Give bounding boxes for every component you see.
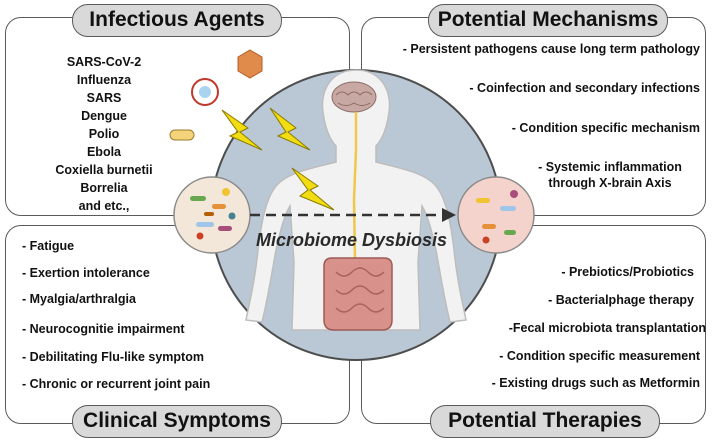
infectious-agent-item: Ebola xyxy=(86,145,122,159)
lightning-bolt-icon xyxy=(291,167,335,211)
microbiome-dysbiosis-label: Microbiome Dysbiosis xyxy=(256,230,448,250)
lightning-bolt-icon xyxy=(269,107,311,151)
infectious-agent-item: SARS xyxy=(86,91,122,105)
symptom-item: - Fatigue xyxy=(22,239,75,253)
mechanism-item: through X-brain Axis xyxy=(548,176,672,190)
hexagon-virus-icon xyxy=(237,49,263,79)
mechanism-item: - Persistent pathogens cause long term p… xyxy=(402,42,700,56)
therapy-item: -Fecal microbiota transplantation xyxy=(508,321,706,335)
infectious-agent-item: Coxiella burnetii xyxy=(55,163,153,177)
infectious-agent-item: SARS-CoV-2 xyxy=(66,55,142,69)
therapy-item: - Existing drugs such as Metformin xyxy=(491,376,700,390)
virus-icon xyxy=(191,78,219,106)
infectious-agent-item: and etc., xyxy=(78,199,130,213)
microbiome-right-icon xyxy=(457,176,535,254)
infectious-agent-item: Dengue xyxy=(81,109,127,123)
symptom-item: - Chronic or recurrent joint pain xyxy=(22,377,211,391)
therapy-item: - Bacterialphage therapy xyxy=(548,293,694,307)
infectious-agent-item: Influenza xyxy=(76,73,132,87)
brain-icon xyxy=(331,81,377,113)
potential-mechanisms-title: Potential Mechanisms xyxy=(428,4,668,37)
infectious-agents-title: Infectious Agents xyxy=(72,4,282,37)
therapy-item: - Prebiotics/Probiotics xyxy=(561,265,694,279)
potential-therapies-title: Potential Therapies xyxy=(430,405,660,438)
symptom-item: - Myalgia/arthralgia xyxy=(22,292,136,306)
bacterium-icon xyxy=(169,129,195,141)
arrowhead-icon xyxy=(442,208,456,222)
intestine-icon xyxy=(323,257,393,331)
mechanism-item: - Coinfection and secondary infections xyxy=(469,81,700,95)
infectious-agent-item: Borrelia xyxy=(80,181,128,195)
infectious-agent-item: Polio xyxy=(88,127,120,141)
clinical-symptoms-title: Clinical Symptoms xyxy=(72,405,282,438)
lightning-icons xyxy=(221,107,335,211)
symptom-item: - Neurocognitie impairment xyxy=(22,322,185,336)
microbiome-left-icon xyxy=(173,176,251,254)
symptom-item: - Debilitating Flu-like symptom xyxy=(22,350,204,364)
mechanism-item: - Systemic inflammation xyxy=(538,160,682,174)
therapy-item: - Condition specific measurement xyxy=(499,349,700,363)
mechanism-item: - Condition specific mechanism xyxy=(511,121,700,135)
lightning-bolt-icon xyxy=(221,109,263,151)
symptom-item: - Exertion intolerance xyxy=(22,266,150,280)
